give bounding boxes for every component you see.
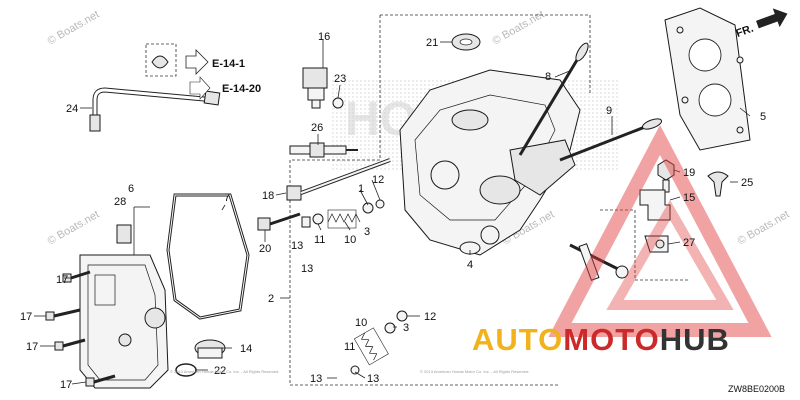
- callout-1: 1: [358, 183, 364, 195]
- callout-11-bottom: 11: [344, 341, 355, 353]
- oil-cap-part-14: [194, 339, 226, 359]
- callout-18: 18: [262, 190, 274, 202]
- callout-17-a: 17: [56, 274, 68, 286]
- callout-4: 4: [467, 259, 473, 271]
- callout-25: 25: [741, 177, 753, 189]
- callout-24: 24: [66, 103, 78, 115]
- brand-auto: AUTO: [472, 322, 563, 357]
- callout-9: 9: [606, 105, 612, 117]
- watermark-2: © Boats.net: [491, 8, 547, 47]
- svg-text:FR.: FR.: [734, 23, 755, 40]
- fine-print-right: © 2013 American Honda Motor Co. Inc. - A…: [420, 369, 529, 374]
- callout-22: 22: [214, 365, 226, 377]
- callout-labels: 16 23 26 18 20 21 8 9 5 12 1 3 10 11 13 …: [20, 31, 766, 391]
- callout-13-b: 13: [301, 263, 313, 275]
- sensor-part-16: [302, 67, 328, 109]
- callout-28: 28: [114, 196, 126, 208]
- gasket-part-5: [664, 7, 751, 151]
- head-cover-part-6: [79, 254, 169, 389]
- valve-spring-upper: [301, 199, 385, 229]
- callout-16: 16: [318, 31, 330, 43]
- callout-20: 20: [259, 243, 271, 255]
- diagram-code: ZW8BE0200B: [728, 384, 785, 394]
- stud-part-4: [569, 243, 629, 281]
- callout-12-top: 12: [372, 174, 384, 186]
- assembly-frame: [380, 14, 591, 95]
- cylinder-head-part-1: [399, 69, 581, 256]
- callout-19: 19: [683, 167, 695, 179]
- plug-part-28: [116, 224, 132, 244]
- callout-26: 26: [311, 122, 323, 134]
- callout-3-bottom: 3: [403, 322, 409, 334]
- spark-plug-part-26: [289, 142, 358, 158]
- callout-27: 27: [683, 237, 695, 249]
- watermark-1: © Boats.net: [46, 8, 102, 47]
- bolt-part-19: [657, 159, 675, 193]
- callout-12-bottom: 12: [424, 311, 436, 323]
- seal-part-21: [451, 33, 481, 51]
- callout-15: 15: [683, 192, 695, 204]
- brand-moto: MOTO: [563, 322, 659, 357]
- callout-17-b: 17: [20, 311, 32, 323]
- callout-14: 14: [240, 343, 252, 355]
- cover-gasket-part-7: [166, 193, 250, 320]
- bolt-part-18: [286, 158, 391, 201]
- front-direction-marker: FR.: [734, 8, 788, 40]
- ref-arrow-e14-20: [189, 76, 211, 100]
- assembly-frame-right: [600, 209, 690, 281]
- callout-7: 7: [224, 192, 230, 204]
- callout-3-top: 3: [364, 226, 370, 238]
- callout-21: 21: [426, 37, 438, 49]
- assembly-frame-left: [289, 15, 560, 386]
- svg-text:AUTOMOTOHUB: AUTOMOTOHUB: [472, 322, 730, 357]
- callout-17-d: 17: [60, 379, 72, 391]
- callout-10-bottom: 10: [355, 317, 367, 329]
- bracket-part-15: [639, 189, 671, 221]
- callout-17-c: 17: [26, 341, 38, 353]
- callout-13-a: 13: [291, 240, 303, 252]
- ref-e-14-1: E-14-1: [212, 58, 245, 70]
- hose-clip: [89, 114, 101, 132]
- callout-23: 23: [334, 73, 346, 85]
- watermark-3: © Boats.net: [46, 208, 102, 247]
- hose-clamp-ref: [145, 43, 209, 77]
- callout-5: 5: [760, 111, 766, 123]
- valve-part-9: [559, 118, 662, 162]
- valve-part-8: [518, 42, 589, 156]
- callout-2: 2: [268, 293, 274, 305]
- bolt-part-20: [257, 212, 301, 231]
- clip-part-27: [644, 235, 669, 253]
- callout-10-top: 10: [344, 234, 356, 246]
- brand-hub: HUB: [660, 322, 730, 357]
- callout-13-c: 13: [310, 373, 322, 385]
- callout-8: 8: [545, 71, 551, 83]
- watermark-5: © Boats.net: [736, 208, 792, 247]
- washer-part-23: [332, 97, 344, 109]
- bolt-part-17-2: [45, 308, 81, 321]
- callout-11-top: 11: [314, 234, 325, 246]
- clip-part-25: [707, 171, 729, 197]
- callout-13-d: 13: [367, 373, 379, 385]
- fine-print-left: © 2013 American Honda Motor Co. Inc. - A…: [170, 369, 279, 374]
- ref-e-14-20: E-14-20: [222, 83, 261, 95]
- callout-6: 6: [128, 183, 134, 195]
- leader-lines: [34, 40, 751, 385]
- brand-triangle-watermark: [548, 124, 772, 337]
- brand-logo: AUTOMOTOHUB: [472, 322, 730, 357]
